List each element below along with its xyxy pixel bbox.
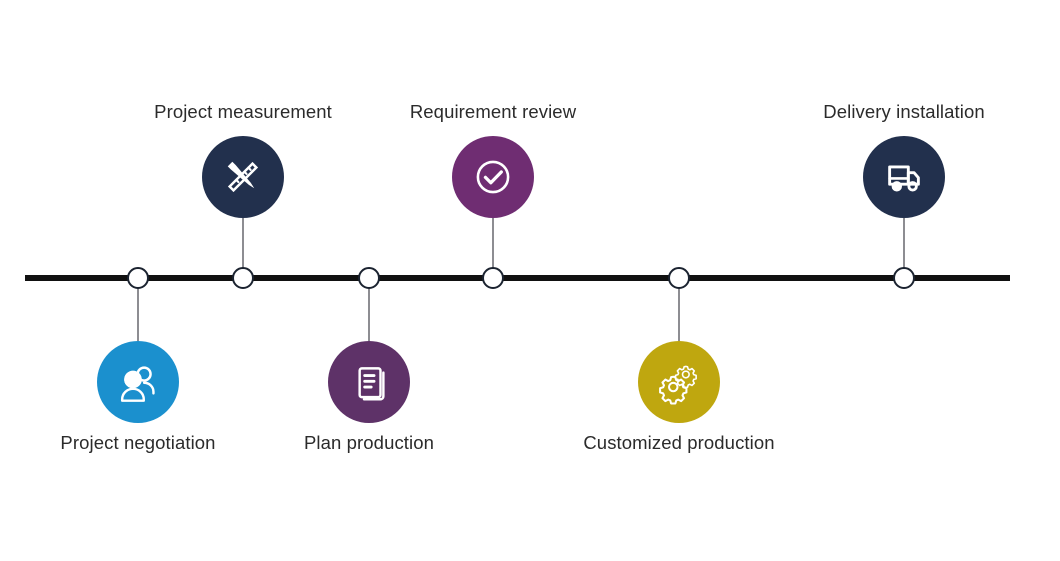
step-label-2: Project measurement [154, 101, 332, 122]
gears-icon [659, 365, 697, 405]
step-label-5: Customized production [583, 432, 775, 453]
step-label-1: Project negotiation [60, 432, 216, 453]
connector-stem [678, 278, 680, 341]
connector-stem [903, 218, 905, 278]
step-icon-bubble-4[interactable] [452, 136, 534, 218]
documents-icon [358, 367, 385, 401]
users-icon [120, 366, 155, 402]
timeline-node-marker-3[interactable] [358, 267, 380, 289]
timeline-node-marker-5[interactable] [668, 267, 690, 289]
connector-stem [242, 218, 244, 278]
timeline-node-marker-6[interactable] [893, 267, 915, 289]
connector-stem [368, 278, 370, 341]
step-label-3: Plan production [303, 432, 435, 453]
step-label-4: Requirement review [409, 101, 577, 122]
step-icon-bubble-2[interactable] [202, 136, 284, 218]
step-icon-bubble-6[interactable] [863, 136, 945, 218]
step-label-6: Delivery installation [823, 101, 985, 122]
step-icon-bubble-5[interactable] [638, 341, 720, 423]
timeline-node-marker-1[interactable] [127, 267, 149, 289]
delivery-truck-icon [888, 165, 920, 192]
timeline-axis [25, 275, 1010, 281]
timeline-node-marker-2[interactable] [232, 267, 254, 289]
step-icon-bubble-1[interactable] [97, 341, 179, 423]
pencil-ruler-icon [227, 161, 259, 193]
step-icon-bubble-3[interactable] [328, 341, 410, 423]
connector-stem [492, 218, 494, 278]
timeline-node-marker-4[interactable] [482, 267, 504, 289]
check-circle-icon [476, 160, 510, 194]
connector-stem [137, 278, 139, 341]
